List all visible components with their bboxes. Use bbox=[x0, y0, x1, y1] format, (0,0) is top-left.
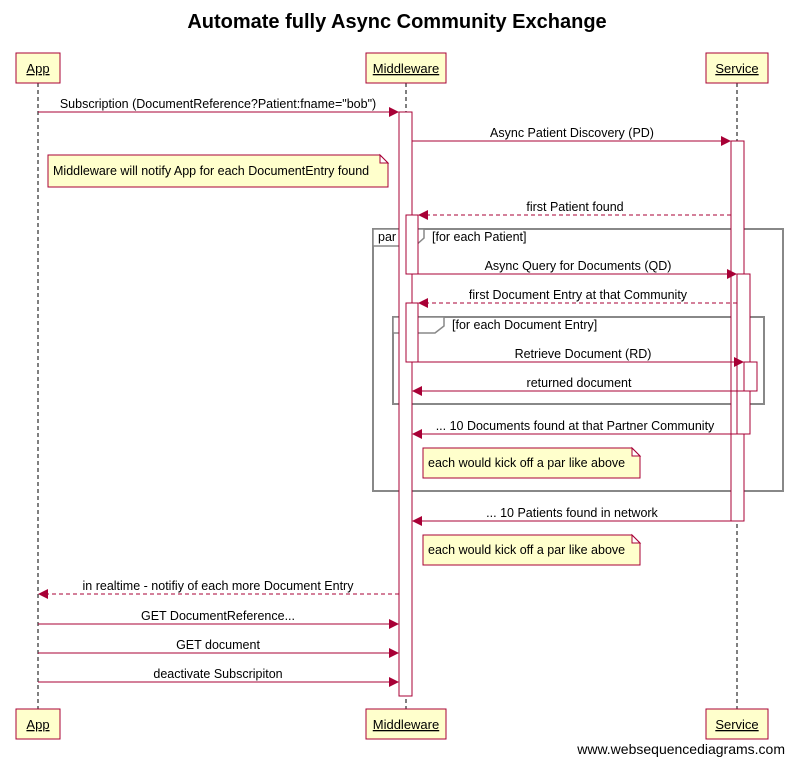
message-retrieve-document: Retrieve Document (RD) bbox=[406, 347, 744, 367]
message-realtime-notify: in realtime - notifiy of each more Docum… bbox=[38, 579, 399, 599]
note-text: Middleware will notify App for each Docu… bbox=[53, 164, 369, 178]
participant-label: Middleware bbox=[373, 61, 439, 76]
note-kick-off-par-documents: each would kick off a par like above bbox=[422, 446, 642, 479]
note-fold-icon bbox=[379, 153, 390, 164]
participant-box bbox=[705, 52, 769, 84]
message-label: Async Patient Discovery (PD) bbox=[490, 126, 654, 140]
arrowhead-icon bbox=[389, 107, 399, 117]
message-label: GET DocumentReference... bbox=[141, 609, 295, 623]
message-first-document-entry: first Document Entry at that Community bbox=[418, 288, 737, 308]
arrowhead-icon bbox=[38, 589, 48, 599]
message-label: first Patient found bbox=[526, 200, 623, 214]
note-text: each would kick off a par like above bbox=[428, 456, 625, 470]
frame-guard: [for each Document Entry] bbox=[452, 318, 597, 332]
message-label: Subscription (DocumentReference?Patient:… bbox=[60, 97, 376, 111]
arrowhead-icon bbox=[389, 677, 399, 687]
arrowhead-icon bbox=[418, 298, 428, 308]
participant-service-top: Service bbox=[705, 52, 769, 84]
arrowhead-icon bbox=[412, 516, 422, 526]
activation-middleware-main bbox=[398, 111, 413, 697]
arrowhead-icon bbox=[412, 386, 422, 396]
frame-guard: [for each Patient] bbox=[432, 230, 527, 244]
participant-middleware-bottom: Middleware bbox=[365, 708, 447, 740]
arrowhead-icon bbox=[412, 429, 422, 439]
activations bbox=[398, 111, 758, 697]
participant-label: App bbox=[26, 717, 49, 732]
frame-operator: par bbox=[378, 230, 396, 244]
participant-app-bottom: App bbox=[15, 708, 61, 740]
note-fold-icon bbox=[631, 446, 642, 457]
participant-service-bottom: Service bbox=[705, 708, 769, 740]
frame-border bbox=[372, 228, 784, 492]
participant-box bbox=[705, 708, 769, 740]
activation-middleware-docentry bbox=[405, 302, 419, 363]
note-text: each would kick off a par like above bbox=[428, 543, 625, 557]
message-label: deactivate Subscripiton bbox=[153, 667, 282, 681]
message-first-patient-found: first Patient found bbox=[418, 200, 731, 220]
message-deactivate-subscription: deactivate Subscripiton bbox=[38, 667, 399, 687]
message-ten-patients-found: ... 10 Patients found in network bbox=[412, 506, 731, 526]
message-label: Retrieve Document (RD) bbox=[515, 347, 652, 361]
arrowhead-icon bbox=[727, 269, 737, 279]
arrowhead-icon bbox=[734, 357, 744, 367]
participant-middleware-top: Middleware bbox=[365, 52, 447, 84]
participant-label: Middleware bbox=[373, 717, 439, 732]
message-async-patient-discovery: Async Patient Discovery (PD) bbox=[412, 126, 731, 146]
message-get-document: GET document bbox=[38, 638, 399, 658]
note-middleware-notify: Middleware will notify App for each Docu… bbox=[47, 153, 390, 188]
frame-border bbox=[392, 316, 765, 405]
participant-label: App bbox=[26, 61, 49, 76]
message-ten-documents-found: ... 10 Documents found at that Partner C… bbox=[412, 419, 750, 439]
note-body bbox=[422, 534, 641, 566]
participant-app-top: App bbox=[15, 52, 61, 84]
note-body bbox=[47, 154, 389, 188]
participant-box bbox=[15, 52, 61, 84]
activation-service-qd bbox=[736, 273, 751, 435]
note-fold-icon bbox=[631, 533, 642, 544]
participant-label: Service bbox=[715, 61, 758, 76]
message-label: ... 10 Documents found at that Partner C… bbox=[436, 419, 715, 433]
note-body bbox=[422, 447, 641, 479]
arrowhead-icon bbox=[389, 648, 399, 658]
activation-service-rd bbox=[743, 361, 758, 392]
message-async-query-documents: Async Query for Documents (QD) bbox=[406, 259, 737, 279]
message-label: returned document bbox=[527, 376, 632, 390]
message-returned-document: returned document bbox=[412, 376, 757, 396]
participant-box bbox=[15, 708, 61, 740]
participant-label: Service bbox=[715, 717, 758, 732]
diagram-title: Automate fully Async Community Exchange bbox=[187, 11, 606, 33]
note-kick-off-par-patients: each would kick off a par like above bbox=[422, 533, 642, 566]
arrowhead-icon bbox=[389, 619, 399, 629]
message-label: ... 10 Patients found in network bbox=[486, 506, 658, 520]
message-subscription: Subscription (DocumentReference?Patient:… bbox=[38, 97, 399, 117]
arrowhead-icon bbox=[418, 210, 428, 220]
message-label: in realtime - notifiy of each more Docum… bbox=[83, 579, 355, 593]
message-get-documentreference: GET DocumentReference... bbox=[38, 609, 399, 629]
message-label: GET document bbox=[176, 638, 260, 652]
footer-watermark: www.websequencediagrams.com bbox=[576, 741, 785, 757]
participant-box bbox=[365, 708, 447, 740]
participant-box bbox=[365, 52, 447, 84]
message-label: first Document Entry at that Community bbox=[469, 288, 688, 302]
arrowhead-icon bbox=[721, 136, 731, 146]
message-label: Async Query for Documents (QD) bbox=[485, 259, 672, 273]
activation-middleware-patient bbox=[405, 214, 419, 275]
